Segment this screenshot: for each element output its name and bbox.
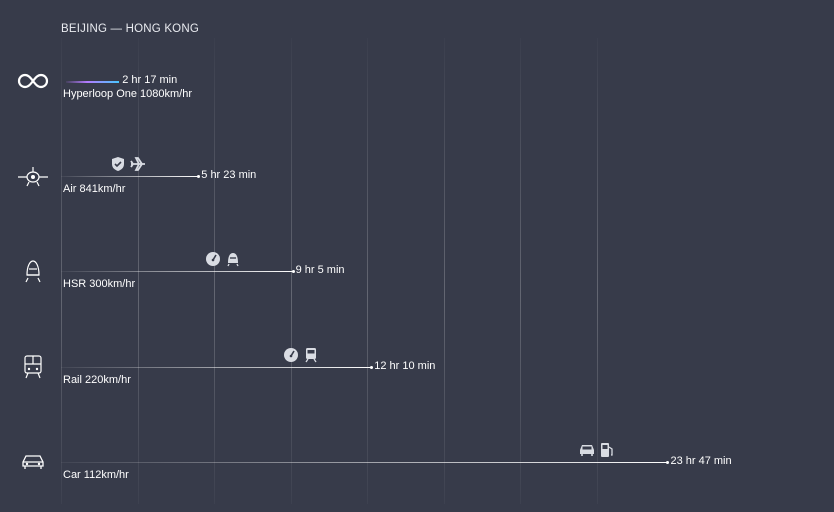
duration-label: 12 hr 10 min — [374, 360, 436, 372]
speedometer-icon — [283, 347, 299, 363]
airplane-front-icon — [16, 163, 50, 189]
duration-bar — [61, 176, 199, 177]
bar-end-marker — [291, 270, 295, 273]
speedometer-icon — [205, 251, 221, 267]
duration-label: 9 hr 5 min — [295, 264, 345, 276]
duration-label: 2 hr 17 min — [122, 74, 178, 86]
bullet-train-icon — [16, 258, 50, 284]
bar-end-marker — [197, 175, 201, 178]
mode-label: HSR 300km/hr — [63, 278, 136, 290]
car-icon — [16, 449, 50, 475]
duration-label: 23 hr 47 min — [670, 455, 732, 467]
bar-end-marker — [370, 366, 374, 369]
car-icon — [579, 442, 595, 458]
gridline — [520, 38, 521, 504]
duration-bar — [61, 367, 372, 368]
route-title: BEIJING — HONG KONG — [61, 23, 199, 35]
train-icon — [303, 347, 319, 363]
shield-check-icon — [110, 156, 126, 172]
mode-label: Car 112km/hr — [63, 469, 129, 481]
duration-bar — [61, 462, 668, 463]
gridline — [596, 38, 598, 504]
duration-bar — [61, 271, 293, 272]
duration-label: 5 hr 23 min — [201, 169, 257, 181]
fuel-pump-icon — [599, 442, 615, 458]
gridline — [443, 38, 445, 504]
gridline — [367, 38, 368, 504]
mode-label: Hyperloop One 1080km/hr — [63, 88, 193, 100]
mode-label: Rail 220km/hr — [63, 374, 131, 386]
airplane-icon — [130, 156, 146, 172]
mode-label: Air 841km/hr — [63, 183, 126, 195]
duration-bar — [66, 81, 120, 83]
train-icon — [16, 354, 50, 380]
infinity-icon — [16, 68, 50, 94]
bullet-train-icon — [225, 251, 241, 267]
bar-end-marker — [666, 461, 670, 464]
